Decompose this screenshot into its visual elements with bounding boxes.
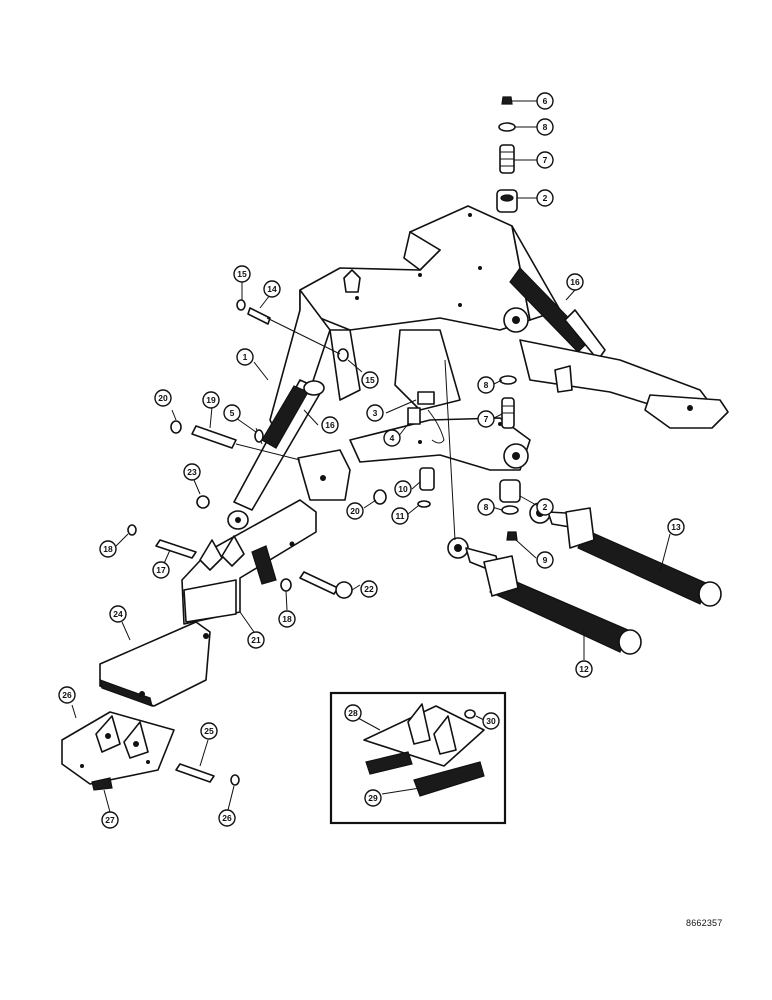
svg-text:20: 20 [350, 506, 360, 516]
reference-code: 8662357 [686, 918, 723, 928]
callout-14: 14 [263, 280, 281, 298]
svg-text:15: 15 [237, 269, 247, 279]
svg-text:27: 27 [105, 815, 115, 825]
svg-text:18: 18 [282, 614, 292, 624]
leader-lines [71, 100, 671, 813]
callout-21: 21 [247, 631, 265, 649]
callout-2: 2 [536, 498, 554, 516]
svg-text:2: 2 [543, 193, 548, 203]
callout-9: 9 [536, 551, 554, 569]
callout-8: 8 [536, 118, 554, 136]
swing-arm [519, 339, 729, 429]
svg-text:17: 17 [156, 565, 166, 575]
callout-28: 28 [344, 704, 362, 722]
svg-text:29: 29 [368, 793, 378, 803]
svg-text:16: 16 [570, 277, 580, 287]
callout-17: 17 [152, 561, 170, 579]
callout-26: 26 [218, 809, 236, 827]
center-small-parts [407, 391, 445, 508]
callouts: 6 8 7 2 16 15 14 1 15 8 7 20 19 5 16 3 4… [58, 92, 685, 829]
svg-text:5: 5 [230, 408, 235, 418]
svg-text:25: 25 [204, 726, 214, 736]
svg-text:13: 13 [671, 522, 681, 532]
cylinder-12 [447, 537, 642, 655]
svg-text:11: 11 [396, 511, 405, 521]
callout-30: 30 [482, 712, 500, 730]
callout-24: 24 [109, 605, 127, 623]
svg-text:24: 24 [113, 609, 123, 619]
callout-20: 20 [154, 389, 172, 407]
svg-text:28: 28 [348, 708, 358, 718]
svg-text:26: 26 [62, 690, 72, 700]
callout-20: 20 [346, 502, 364, 520]
callout-10: 10 [394, 480, 412, 498]
callout-16: 16 [321, 416, 339, 434]
callout-8: 8 [477, 498, 495, 516]
callout-22: 22 [360, 580, 378, 598]
svg-text:10: 10 [398, 484, 408, 494]
callout-19: 19 [202, 391, 220, 409]
callout-12: 12 [575, 660, 593, 678]
callout-15: 15 [361, 371, 379, 389]
svg-text:18: 18 [103, 544, 113, 554]
upper-pin-stack [496, 96, 518, 213]
callout-18: 18 [278, 610, 296, 628]
callout-27: 27 [101, 811, 119, 829]
svg-text:23: 23 [187, 467, 197, 477]
callout-8: 8 [477, 376, 495, 394]
svg-text:6: 6 [543, 96, 548, 106]
svg-text:8: 8 [543, 122, 548, 132]
svg-text:12: 12 [579, 664, 589, 674]
svg-text:20: 20 [158, 393, 168, 403]
svg-text:2: 2 [543, 502, 548, 512]
svg-text:14: 14 [267, 284, 277, 294]
callout-25: 25 [200, 722, 218, 740]
svg-text:26: 26 [222, 813, 232, 823]
washers [196, 348, 387, 592]
main-frame [269, 205, 561, 501]
callout-3: 3 [366, 404, 384, 422]
cylinder-13 [529, 502, 722, 607]
callout-5: 5 [223, 404, 241, 422]
callout-15: 15 [233, 265, 251, 283]
callout-23: 23 [183, 463, 201, 481]
svg-text:4: 4 [390, 433, 395, 443]
callout-7: 7 [536, 151, 554, 169]
svg-text:21: 21 [251, 635, 261, 645]
svg-text:9: 9 [543, 555, 548, 565]
callout-18: 18 [99, 540, 117, 558]
svg-text:7: 7 [484, 414, 489, 424]
callout-7: 7 [477, 410, 495, 428]
svg-text:30: 30 [486, 716, 496, 726]
callout-26: 26 [58, 686, 76, 704]
svg-text:15: 15 [365, 375, 375, 385]
svg-text:7: 7 [543, 155, 548, 165]
drawbar [99, 621, 211, 707]
svg-text:16: 16 [325, 420, 335, 430]
callout-13: 13 [667, 518, 685, 536]
svg-text:8: 8 [484, 502, 489, 512]
callout-16: 16 [566, 273, 584, 291]
left-cylinder [227, 379, 325, 530]
inset-box [329, 691, 507, 825]
callout-4: 4 [383, 429, 401, 447]
svg-text:8: 8 [484, 380, 489, 390]
callout-29: 29 [364, 789, 382, 807]
svg-text:19: 19 [206, 395, 216, 405]
svg-text:1: 1 [243, 352, 248, 362]
callout-6: 6 [536, 92, 554, 110]
svg-text:22: 22 [364, 584, 374, 594]
drawbar-housing [181, 499, 317, 625]
hitch-plate [61, 711, 175, 791]
callout-2: 2 [536, 189, 554, 207]
callout-11: 11 [391, 507, 409, 525]
callout-1: 1 [236, 348, 254, 366]
lower-pin-stack [499, 375, 521, 541]
svg-text:3: 3 [373, 408, 378, 418]
